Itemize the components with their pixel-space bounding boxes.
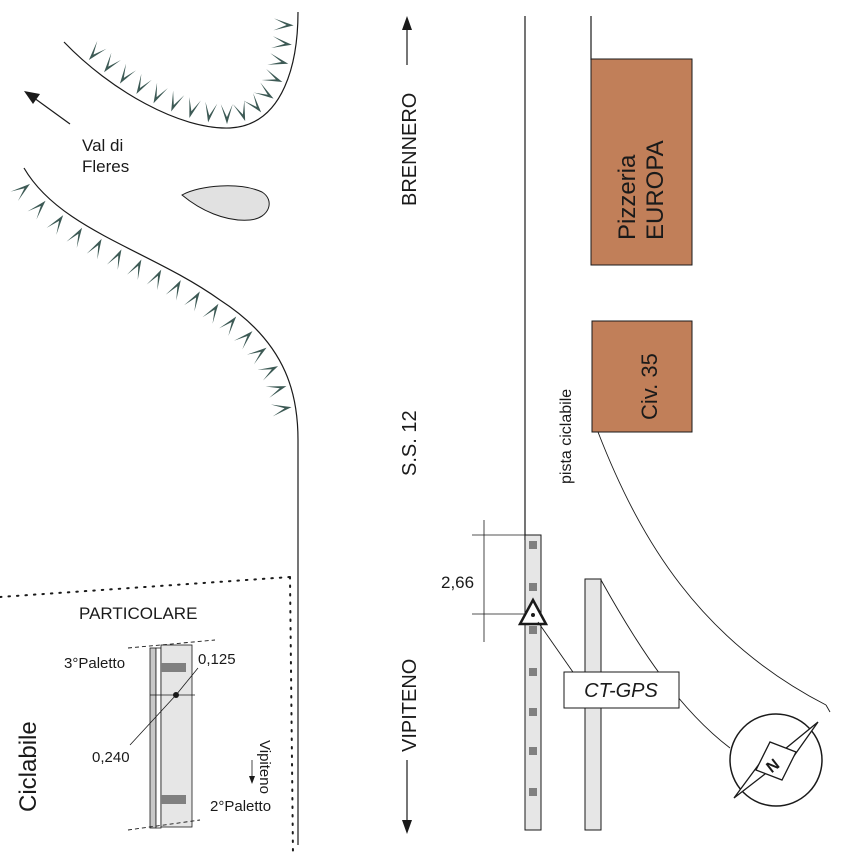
brennero-label: BRENNERO [399,93,421,206]
paletto-2-label: 2°Paletto [210,798,271,815]
gps-point-marker [517,597,549,626]
pizzeria-label-2: EUROPA [642,140,669,240]
tree-mark [127,259,142,281]
val-di-fleres-label-2: Fleres [82,157,129,176]
bike-path-curve-inner [600,579,731,749]
tree-mark [253,82,274,99]
tree-mark [189,97,201,118]
tree-marks-upper [88,18,294,125]
tree-mark [66,227,83,248]
compass-rose: N [729,704,831,807]
val-di-fleres-arrow [24,91,71,125]
tree-mark [233,331,253,350]
detail-title: PARTICOLARE [79,604,197,623]
detail-box-border [0,576,294,856]
tree-mark [270,404,292,417]
ct-gps-box [563,671,680,709]
tree-marks-lower [10,183,292,417]
direction-axis-south [402,760,412,834]
tree-mark [119,63,137,84]
tree-mark [205,101,218,123]
tree-mark [165,280,181,301]
tree-mark [273,18,294,31]
tree-mark [232,100,246,122]
tree-mark [243,93,262,113]
river-bank-upper [63,11,299,129]
tree-mark [88,40,107,60]
tree-mark [10,183,30,202]
tree-mark [219,316,237,336]
pizzeria-building [590,58,693,266]
tree-mark [27,200,46,220]
river-bank-lower [23,167,299,845]
val-di-fleres-label-1: Val di [82,136,123,155]
bike-path-curve [597,431,827,706]
detail-vipiteno-label: Vipiteno [256,740,273,794]
tree-mark [146,269,162,291]
tree-mark [107,249,122,270]
distance-label: 2,66 [441,573,474,592]
tree-mark [153,82,168,104]
traffic-island [181,185,270,221]
pista-ciclabile-label: pista ciclabile [558,389,575,484]
gps-leader-line [537,621,576,676]
tree-mark [220,103,233,125]
direction-axis-north [402,16,412,65]
ss12-label: S.S. 12 [399,410,421,476]
pole-markers [529,541,537,796]
tree-mark [267,53,289,65]
value-b-label: 0,240 [92,749,130,766]
value-a-label: 0,125 [198,651,236,668]
tree-mark [261,68,283,82]
vipiteno-label: VIPITENO [399,659,421,752]
tree-mark [265,386,287,398]
detail-drawing [127,639,255,831]
tree-mark [46,215,64,235]
tree-mark [136,73,152,95]
tree-mark [104,52,121,73]
tree-mark [246,347,267,365]
tree-mark [184,291,200,312]
tree-mark [202,303,219,324]
tree-mark [257,366,279,381]
tree-mark [271,36,292,48]
pole-strip [524,534,542,831]
civ35-building [591,320,693,433]
dimension-lines [472,520,535,642]
ct-gps-label: CT-GPS [584,680,658,702]
paletto-3-label: 3°Paletto [64,655,125,672]
civ35-label: Civ. 35 [637,353,662,420]
tree-mark [171,90,185,112]
detail-side-label: Ciclabile [15,721,42,812]
tree-mark [86,238,102,260]
pizzeria-label-1: Pizzeria [614,154,641,240]
